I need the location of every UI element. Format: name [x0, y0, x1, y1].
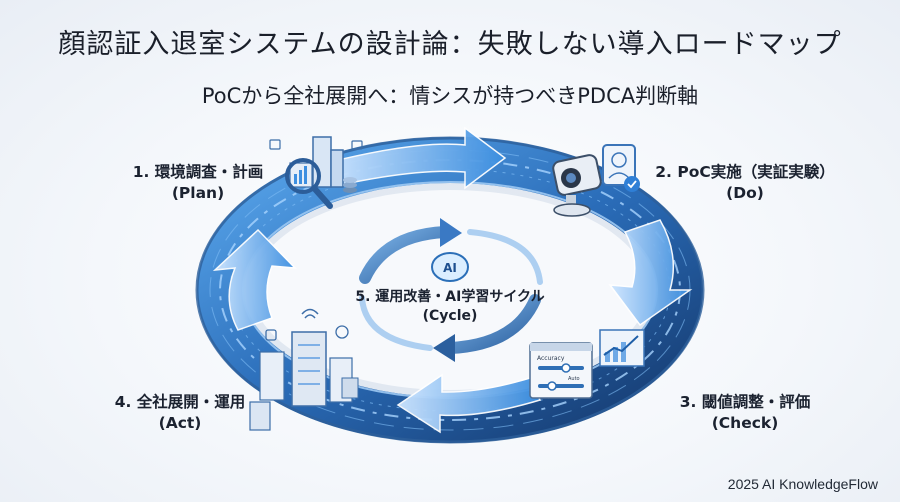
- footer-credit: 2025 AI KnowledgeFlow: [727, 476, 878, 492]
- step-check-sub: (Check): [711, 414, 779, 432]
- step-plan-sub: (Plan): [171, 184, 225, 202]
- step-plan-label: 1. 環境調査・計画: [132, 163, 264, 181]
- camera-icon: [552, 154, 602, 217]
- outer-ring-edge: [195, 136, 705, 444]
- page-title: 顔認証入退室システムの設計論：失敗しない導入ロードマップ: [58, 29, 842, 60]
- ai-brain-icon: AI: [431, 252, 469, 282]
- inner-cycle-arrow-left: [359, 295, 433, 351]
- arrow-act-to-plan: [212, 228, 297, 331]
- arrow-do-to-check: [608, 219, 693, 327]
- arrow-check-to-act: [396, 373, 542, 434]
- step-act-label: 4. 全社展開・運用: [114, 393, 246, 411]
- plan-research-icon: [269, 136, 363, 209]
- inner-disk: [252, 190, 648, 390]
- inner-cycle-arrow-right: [467, 229, 543, 285]
- step-cycle: 5. 運用改善・AI学習サイクル (Cycle): [320, 288, 580, 326]
- step-do-label: 2. PoC実施（実証実験）: [655, 163, 835, 181]
- slider-label-auto: Auto: [568, 376, 580, 382]
- arrow-plan-to-do: [328, 126, 507, 190]
- step-check-label: 3. 閾値調整・評価: [679, 393, 811, 411]
- face-recognition-card-icon: [602, 144, 640, 192]
- step-act-sub: (Act): [158, 414, 202, 432]
- slider-label-accuracy: Accuracy: [537, 355, 565, 362]
- inner-cycle-arrow-bottom: [444, 294, 541, 354]
- step-plan: 1. 環境調査・計画 (Plan): [108, 162, 288, 204]
- step-do: 2. PoC実施（実証実験） (Do): [645, 162, 845, 204]
- inner-cycle-arrow-bottom-head: [433, 334, 455, 362]
- inner-cycle-arrow-top-head: [440, 218, 462, 247]
- step-check: 3. 閾値調整・評価 (Check): [650, 392, 840, 434]
- enterprise-buildings-icon: [249, 308, 359, 431]
- trend-chart-icon: [599, 329, 645, 367]
- step-cycle-label: 5. 運用改善・AI学習サイクル: [355, 289, 545, 305]
- step-do-sub: (Do): [726, 184, 764, 202]
- page-subtitle: PoCから全社展開へ：情シスが持つべきPDCA判断軸: [201, 84, 699, 108]
- inner-cycle-arrow-top: [359, 226, 451, 284]
- threshold-slider-panel-icon: Accuracy Auto: [529, 342, 593, 399]
- step-cycle-sub: (Cycle): [422, 308, 478, 324]
- step-act: 4. 全社展開・運用 (Act): [85, 392, 275, 434]
- ai-badge-text: AI: [443, 261, 457, 275]
